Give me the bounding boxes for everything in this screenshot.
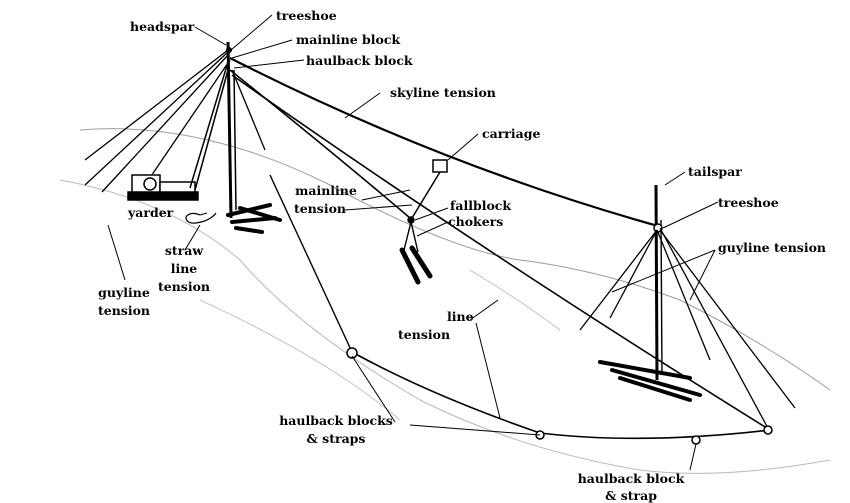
- haulback-side-line: [269, 174, 353, 353]
- label-carriage: carriage: [482, 126, 541, 141]
- turn-of-logs: [399, 245, 433, 285]
- label-headspar: headspar: [130, 19, 195, 34]
- fallblock-chokers: [403, 216, 419, 253]
- carriage: [411, 159, 448, 219]
- tailspar-mast: [653, 184, 663, 381]
- headspar-mast: [226, 41, 237, 219]
- leader-lines: [107, 14, 719, 471]
- label-chokers: chokers: [448, 214, 504, 229]
- tailspar-guylines: [579, 227, 796, 433]
- label-fallblock: fallblock: [450, 198, 512, 213]
- label-strawline-2: line: [170, 261, 198, 276]
- label-mainline-block: mainline block: [296, 32, 401, 47]
- label-haulback-block-bottom-2: & strap: [605, 488, 657, 503]
- mainline-cable: [229, 69, 411, 219]
- label-haulback-blocks-2: & straps: [306, 431, 366, 446]
- label-haulback-blocks-1: haulback blocks: [279, 413, 393, 428]
- straw-line-coil: [185, 212, 217, 224]
- label-yarder: yarder: [128, 205, 174, 220]
- label-guyline-left-2: tension: [97, 303, 151, 318]
- yarder-machine: [127, 61, 229, 201]
- label-strawline-1: straw: [164, 243, 204, 258]
- label-treeshoe-top: treeshoe: [276, 8, 337, 23]
- skyline-cable: [229, 57, 659, 228]
- label-mainline-tension-1: mainline: [295, 183, 357, 198]
- label-line-tension-1: line: [447, 309, 474, 324]
- label-tailspar: tailspar: [688, 164, 742, 179]
- label-strawline-3: tension: [157, 279, 211, 294]
- label-skyline-tension: skyline tension: [390, 85, 496, 100]
- haulback-block-markers: [346, 347, 773, 445]
- label-mainline-tension-2: tension: [293, 201, 347, 216]
- headspar-guylines: [84, 49, 266, 193]
- log-deck-right: [598, 360, 702, 402]
- label-guyline-tension-right: guyline tension: [718, 240, 827, 255]
- label-line-tension-2: tension: [398, 327, 451, 342]
- label-treeshoe-right: treeshoe: [718, 195, 779, 210]
- label-haulback-block-top: haulback block: [306, 53, 413, 68]
- log-deck-left: [226, 203, 282, 234]
- label-guyline-left-1: guyline: [98, 285, 150, 300]
- hillside-terrain: [59, 128, 831, 474]
- label-haulback-block-bottom-1: haulback block: [577, 471, 685, 486]
